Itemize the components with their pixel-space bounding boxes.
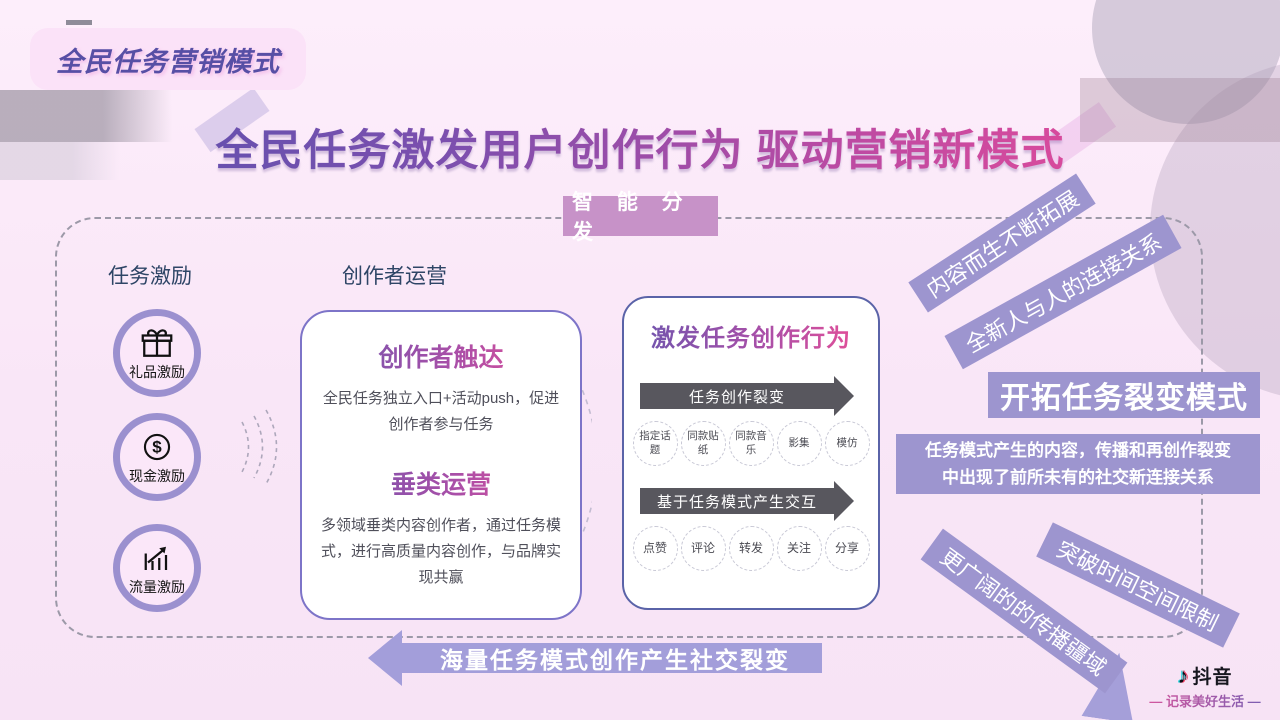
tag-circle: 转发 xyxy=(728,526,774,571)
vertical-ops-body: 多领域垂类内容创作者，通过任务模式，进行高质量内容创作，与品牌实现共赢 xyxy=(320,516,561,587)
creator-ops-card: 创作者触达 全民任务独立入口+活动push，促进创作者参与任务 垂类运营 多领域… xyxy=(300,310,582,620)
svg-text:$: $ xyxy=(152,437,162,456)
tag-circle: 关注 xyxy=(776,526,822,571)
incentive-gift: 礼品激励 xyxy=(113,309,201,397)
smart-distribution-label: 智 能 分 发 xyxy=(563,191,718,244)
creator-reach-body: 全民任务独立入口+活动push，促进创作者参与任务 xyxy=(322,390,560,434)
creation-tags: 指定话题 同款贴纸 同款音乐 影集 模仿 xyxy=(624,421,878,466)
decorative-circle-top-right xyxy=(1092,0,1280,124)
fission-description-line2: 中出现了前所未有的社交新连接关系 xyxy=(942,468,1214,487)
douyin-tagline: — 记录美好生活 — xyxy=(1130,691,1280,710)
fission-headline: 开拓任务裂变模式 xyxy=(988,372,1260,418)
gift-icon xyxy=(139,325,175,361)
creator-ops-header: 创作者运营 xyxy=(342,265,447,288)
interaction-tags: 点赞 评论 转发 关注 分享 xyxy=(624,526,878,571)
page-title: 全民任务激发用户创作行为 驱动营销新模式 xyxy=(0,116,1280,178)
fission-description-line1: 任务模式产生的内容，传播和再创作裂变 xyxy=(925,440,1231,460)
tag-circle: 同款音乐 xyxy=(728,421,774,466)
incentives-header: 任务激励 xyxy=(108,265,192,288)
decorative-dash xyxy=(66,20,92,25)
tag-circle: 影集 xyxy=(776,421,822,466)
task-behavior-card: 激发任务创作行为 任务创作裂变 指定话题 同款贴纸 同款音乐 影集 模仿 基于任… xyxy=(622,296,880,610)
dollar-coin-icon: $ xyxy=(140,429,174,465)
incentive-traffic: 流量激励 xyxy=(113,524,201,612)
tag-circle: 指定话题 xyxy=(632,421,678,466)
tag-circle: 同款贴纸 xyxy=(680,421,726,466)
tag-circle: 点赞 xyxy=(632,526,678,571)
traffic-chart-icon xyxy=(139,540,175,576)
incentive-label: 流量激励 xyxy=(129,578,185,595)
flow-arrow-interaction: 基于任务模式产生交互 xyxy=(640,488,834,514)
douyin-note-icon: ♪ xyxy=(1177,662,1189,688)
fission-description: 任务模式产生的内容，传播和再创作裂变 中出现了前所未有的社交新连接关系 xyxy=(896,434,1260,494)
vertical-ops-title: 垂类运营 xyxy=(302,465,580,501)
bottom-arrow-banner: 海量任务模式创作产生社交裂变 xyxy=(368,630,822,686)
tag-circle: 评论 xyxy=(680,526,726,571)
task-behavior-title: 激发任务创作行为 xyxy=(624,318,878,353)
incentive-label: 礼品激励 xyxy=(129,363,185,380)
tag-circle: 分享 xyxy=(824,526,870,571)
flow-arrow-creation: 任务创作裂变 xyxy=(640,383,834,409)
incentive-cash: $ 现金激励 xyxy=(113,413,201,501)
tag-circle: 模仿 xyxy=(824,421,870,466)
slide-tag-badge: 全民任务营销模式 xyxy=(30,28,306,90)
incentive-label: 现金激励 xyxy=(129,467,185,484)
slide-tag-label: 全民任务营销模式 xyxy=(56,46,280,77)
douyin-logo-text: 抖音 xyxy=(1192,667,1233,688)
douyin-logo: ♪ 抖音 — 记录美好生活 — xyxy=(1130,662,1280,710)
creator-reach-title: 创作者触达 xyxy=(302,338,580,374)
